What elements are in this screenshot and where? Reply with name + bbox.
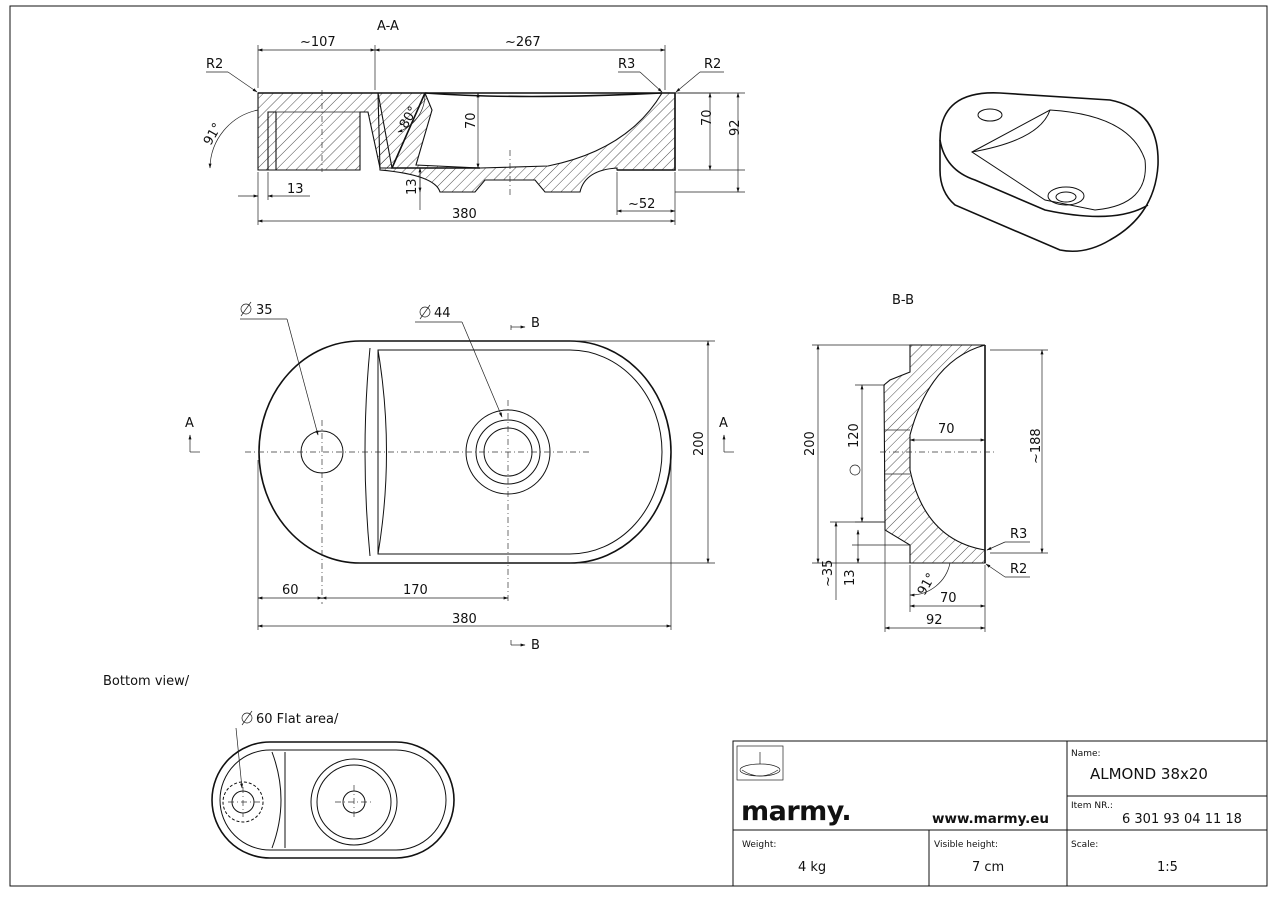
isometric-view (939, 92, 1159, 253)
item-label: Item NR.: (1071, 801, 1113, 811)
bottom-view-title: Bottom view/ (103, 674, 190, 689)
title-block: marmy. www.marmy.eu Name: ALMOND 38x20 I… (732, 740, 1268, 887)
dim-70-bb: 70 (938, 422, 955, 437)
dim-13-vertical: 13 (405, 178, 420, 195)
weight-label: Weight: (742, 840, 776, 850)
dim-52: ~52 (628, 197, 655, 212)
aa-rim-curve (424, 92, 663, 98)
dim-92-bb: 92 (926, 613, 943, 628)
diameter-icon (419, 306, 431, 318)
dim-92: 92 (728, 119, 743, 136)
bb-shell (883, 344, 986, 564)
aa-inner-slope (390, 92, 480, 169)
plan-basin-edge (377, 349, 663, 555)
flat-area-label: 60 Flat area/ (235, 710, 339, 789)
radius-r3: R3 (618, 57, 635, 72)
dim-267: ~267 (505, 35, 541, 50)
diameter-icon (241, 712, 253, 724)
dim-13-aa: 13 (287, 182, 304, 197)
dim-70-outer: 70 (700, 109, 715, 126)
visible-height-label: Visible height: (934, 840, 998, 850)
radius-r3-bb: R3 (1010, 527, 1027, 542)
dim-380-plan: 380 (452, 612, 477, 627)
bottom-outline (211, 741, 455, 859)
radius-r2-right: R2 (704, 57, 721, 72)
flat-area (222, 781, 264, 823)
brand-logo: marmy. (741, 796, 851, 827)
sink-icon (736, 745, 784, 781)
dim-107: ~107 (300, 35, 336, 50)
section-bb-title: B-B (892, 293, 914, 308)
bottom-view: Bottom view/ 60 Flat area/ (103, 674, 455, 859)
section-a-a: A-A ~107 ~267 R2 R3 R2 91° 80° 70 (201, 19, 745, 225)
section-aa-title: A-A (377, 19, 399, 34)
scale-value: 1:5 (1157, 860, 1178, 875)
dim-dia-120: 120 (847, 423, 862, 448)
dim-dia-35: 35 (256, 303, 273, 318)
diameter-44-label: 44 (415, 304, 503, 418)
website-url: www.marmy.eu (932, 811, 1049, 827)
flat-area-text: 60 Flat area/ (256, 712, 339, 727)
product-name: ALMOND 38x20 (1090, 765, 1208, 783)
section-b-b: B-B 200 120 70 ~188 R3 R2 91° ~3 (803, 293, 1048, 632)
plan-outline (258, 340, 672, 564)
diameter-120-label: 120 (847, 423, 862, 476)
section-a-left: A (185, 416, 194, 431)
aa-left-wall (257, 92, 393, 171)
dim-70-inner: 70 (464, 112, 479, 129)
dim-380-aa: 380 (452, 207, 477, 222)
dim-60: 60 (282, 583, 299, 598)
dim-dia-44: 44 (434, 306, 451, 321)
dim-200-bb: 200 (803, 431, 818, 456)
name-label: Name: (1071, 749, 1101, 759)
dim-188: ~188 (1029, 428, 1044, 464)
section-a-right: A (719, 416, 728, 431)
section-b-bottom: B (531, 638, 540, 653)
diameter-icon (849, 464, 861, 476)
dim-200-plan: 200 (692, 431, 707, 456)
sheet-border (9, 5, 1268, 887)
dim-70-bottom: 70 (940, 591, 957, 606)
scale-label: Scale: (1071, 840, 1098, 850)
radius-r2-bb: R2 (1010, 562, 1027, 577)
angle-91-aa: 91° (201, 121, 226, 148)
diameter-icon (240, 303, 252, 315)
plan-view: 35 44 B B A A 200 60 170 (185, 301, 734, 653)
dim-13-bb: 13 (843, 569, 858, 586)
radius-r2-left: R2 (206, 57, 223, 72)
dim-35: ~35 (821, 560, 836, 587)
section-b-top: B (531, 316, 540, 331)
diameter-35-label: 35 (240, 301, 319, 436)
item-number: 6 301 93 04 11 18 (1122, 812, 1242, 827)
visible-height-value: 7 cm (972, 860, 1004, 875)
weight-value: 4 kg (798, 860, 826, 875)
dim-170: 170 (403, 583, 428, 598)
